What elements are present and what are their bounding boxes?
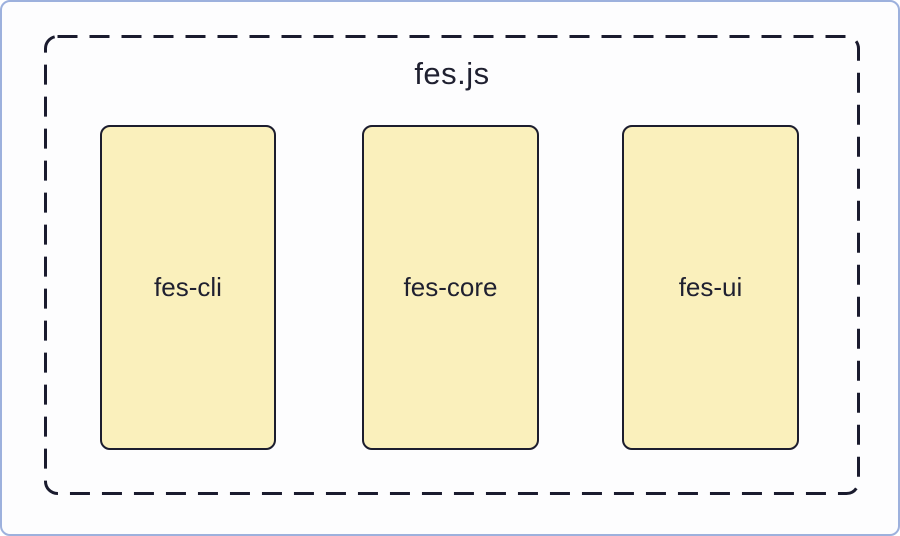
node-label: fes-core [403,272,498,302]
node-fes-ui: fes-ui [622,125,799,450]
dashed-border-container [44,35,860,495]
node-fes-core: fes-core [362,125,539,450]
diagram-title: fes.js [414,56,490,91]
node-label: fes-ui [678,272,743,302]
node-fes-cli: fes-cli [100,125,276,450]
node-label: fes-cli [154,272,222,302]
